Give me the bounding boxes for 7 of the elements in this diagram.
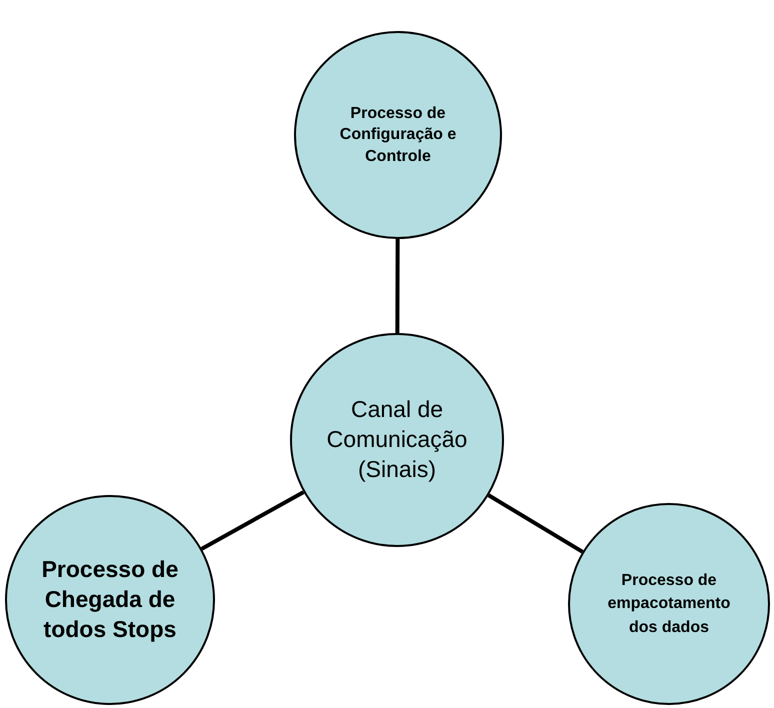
connector-line	[488, 494, 584, 554]
node-label: Canal de Comunicação (Sinais)	[326, 395, 468, 484]
node-label: Processo de Configuração e Controle	[338, 104, 458, 167]
connector-line	[200, 490, 305, 551]
connector-line	[395, 239, 400, 333]
node-label: Processo de empacotamento dos dados	[606, 571, 732, 638]
node-label: Processo de Chegada de todos Stops	[40, 555, 180, 644]
